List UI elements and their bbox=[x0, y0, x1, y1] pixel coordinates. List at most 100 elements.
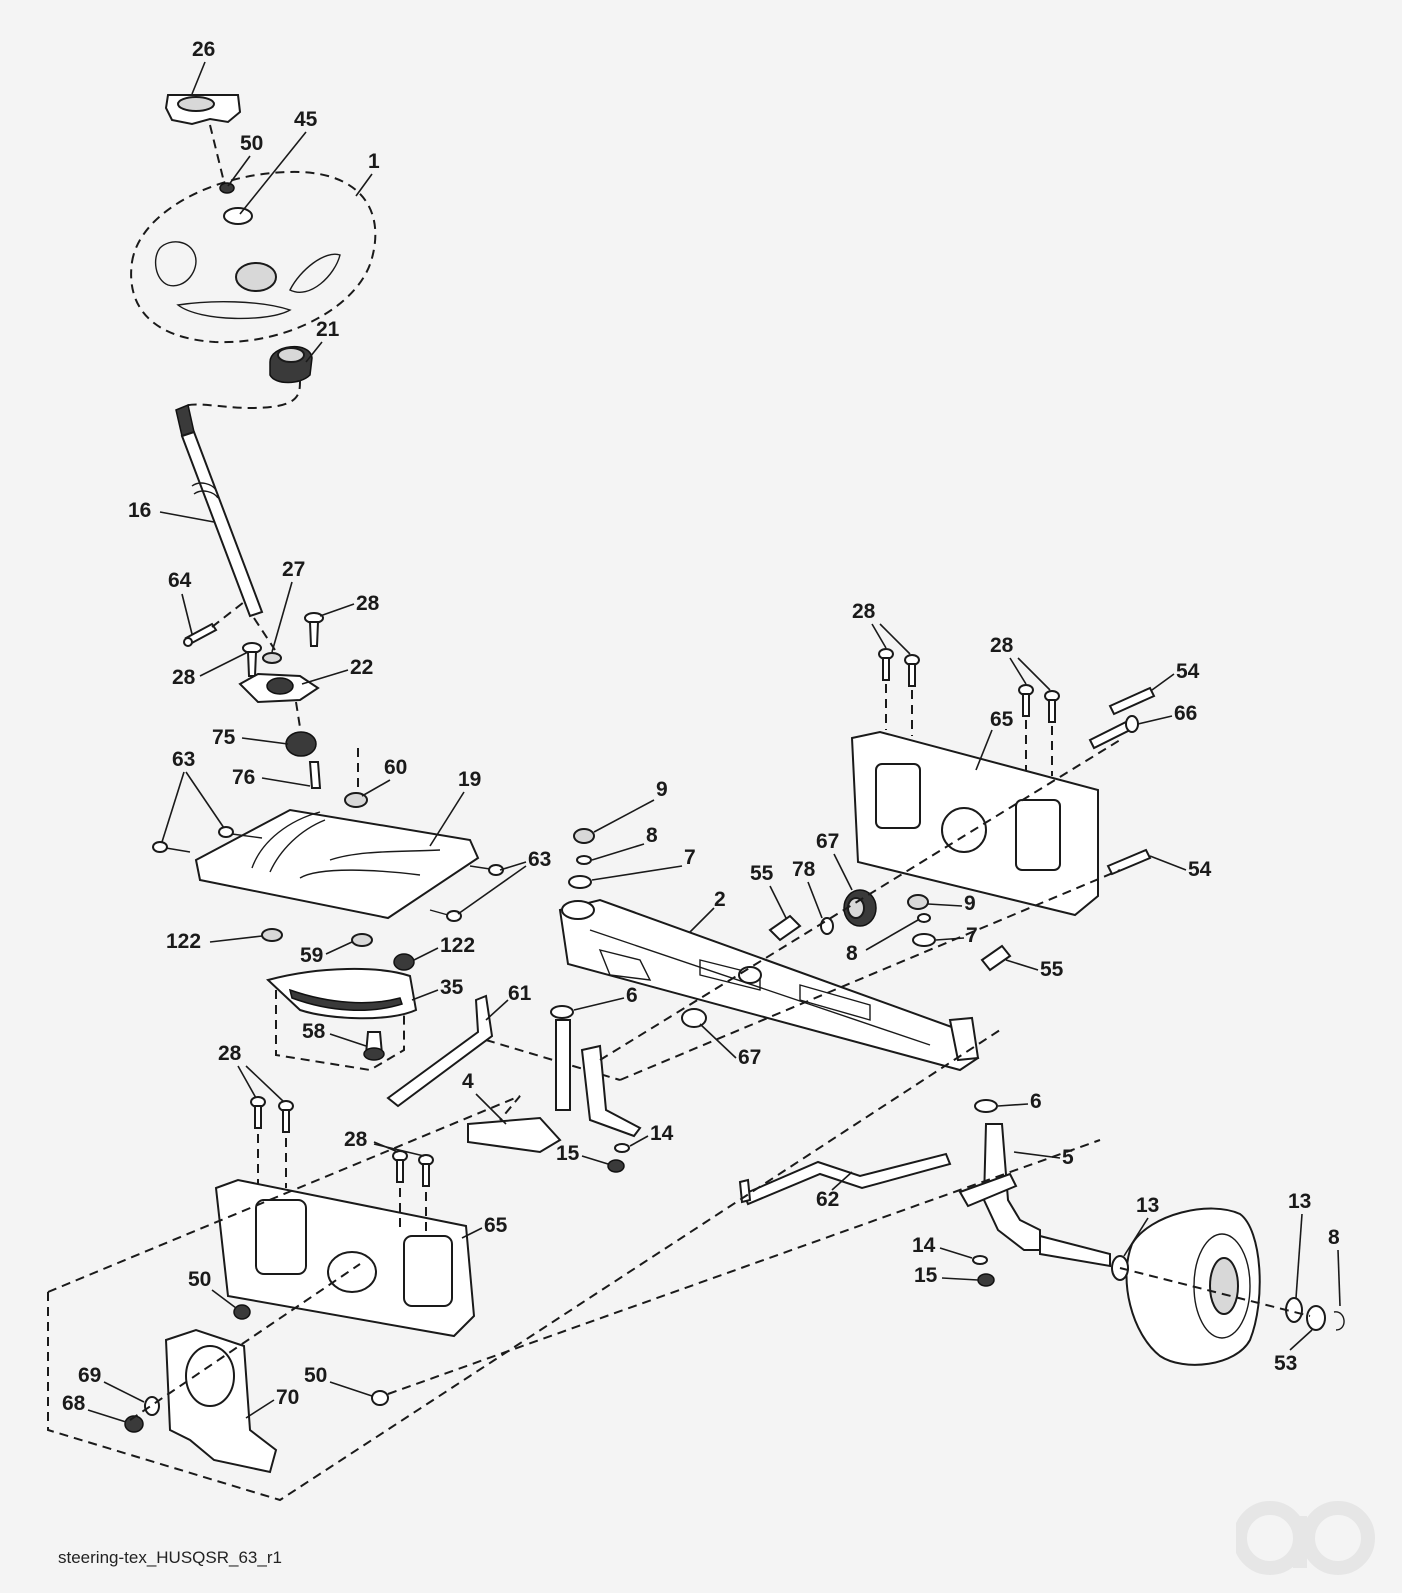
bolt-28-lb-1 bbox=[250, 1096, 266, 1129]
callout-63-left: 63 bbox=[172, 748, 195, 771]
callout-68: 68 bbox=[62, 1392, 86, 1415]
callout-6-right: 6 bbox=[1030, 1090, 1042, 1113]
support-bracket-19 bbox=[194, 808, 480, 920]
callout-8-right: 8 bbox=[846, 942, 858, 965]
bearing-plate-22 bbox=[238, 672, 320, 704]
callout-58: 58 bbox=[302, 1020, 326, 1043]
callout-50-left: 50 bbox=[188, 1268, 211, 1291]
callout-13-left: 13 bbox=[1136, 1194, 1159, 1217]
callout-4: 4 bbox=[462, 1070, 474, 1093]
watermark-logo bbox=[1236, 1501, 1375, 1575]
bolt-28-rb-2 bbox=[904, 654, 920, 687]
callout-65-right: 65 bbox=[990, 708, 1014, 731]
bushing-21 bbox=[269, 345, 313, 384]
spacer-55-left bbox=[768, 914, 802, 942]
callout-7-right: 7 bbox=[966, 924, 978, 947]
callout-60: 60 bbox=[384, 756, 407, 779]
bolt-63-c bbox=[469, 864, 504, 876]
callout-54-bottom: 54 bbox=[1188, 858, 1212, 881]
callout-45: 45 bbox=[294, 108, 318, 131]
bolt-54-bottom bbox=[1106, 848, 1152, 876]
nut-50-left bbox=[233, 1304, 251, 1320]
callout-26: 26 bbox=[192, 38, 215, 61]
callout-19: 19 bbox=[458, 768, 481, 791]
drag-link-61 bbox=[386, 994, 494, 1108]
callout-13-right: 13 bbox=[1288, 1190, 1311, 1213]
washer-6-right bbox=[974, 1099, 998, 1113]
callout-9-left: 9 bbox=[656, 778, 668, 801]
callout-54-top: 54 bbox=[1176, 660, 1200, 683]
bolt-28-lb-3 bbox=[392, 1150, 408, 1183]
bolt-54-top bbox=[1108, 686, 1156, 716]
callout-76: 76 bbox=[232, 766, 255, 789]
bushing-67-upper bbox=[843, 889, 877, 927]
pin-76 bbox=[308, 761, 322, 789]
bolt-28-b bbox=[304, 612, 324, 647]
pin-58 bbox=[363, 1031, 385, 1061]
callout-22: 22 bbox=[350, 656, 373, 679]
bolt-28-rb-4 bbox=[1044, 690, 1060, 723]
washer-27 bbox=[262, 652, 282, 664]
callout-69: 69 bbox=[78, 1364, 101, 1387]
spindle-left-4 bbox=[467, 1019, 642, 1154]
bolt-28-rb-3 bbox=[1018, 684, 1034, 717]
nut-15-right bbox=[977, 1273, 995, 1287]
callout-9-right: 9 bbox=[964, 892, 976, 915]
callout-28-lb-right: 28 bbox=[344, 1128, 368, 1151]
washer-59 bbox=[351, 933, 373, 947]
callout-67-lower: 67 bbox=[738, 1046, 761, 1069]
callout-53: 53 bbox=[1274, 1352, 1297, 1375]
bolt-28-rb-1 bbox=[878, 648, 894, 681]
callout-35: 35 bbox=[440, 976, 464, 999]
callout-122-right: 122 bbox=[440, 934, 475, 957]
callout-2: 2 bbox=[714, 888, 726, 911]
callout-50-top: 50 bbox=[240, 132, 263, 155]
washer-53 bbox=[1306, 1305, 1326, 1331]
callout-7-left: 7 bbox=[684, 846, 696, 869]
callout-50-bottom: 50 bbox=[304, 1364, 327, 1387]
shoulder-bolt-66 bbox=[1088, 715, 1139, 750]
callout-28-a: 28 bbox=[356, 592, 380, 615]
callout-61: 61 bbox=[508, 982, 532, 1005]
callout-5: 5 bbox=[1062, 1146, 1074, 1169]
spacer-55-right bbox=[980, 944, 1012, 972]
spacer-60 bbox=[344, 792, 368, 808]
drawing-code: steering-tex_HUSQSR_63_r1 bbox=[58, 1548, 282, 1567]
washer-7-right bbox=[912, 933, 936, 947]
steering-wheel-1 bbox=[130, 170, 377, 344]
clip-8 bbox=[1333, 1311, 1345, 1331]
front-bracket-65-right bbox=[850, 730, 1099, 917]
sector-gear-35 bbox=[266, 967, 418, 1020]
callout-28-b: 28 bbox=[172, 666, 196, 689]
callout-78: 78 bbox=[792, 858, 816, 881]
cap-9-right bbox=[907, 894, 929, 910]
front-bracket-65-left bbox=[214, 1178, 476, 1338]
callout-8-left: 8 bbox=[646, 824, 658, 847]
pin-64 bbox=[183, 622, 218, 647]
callout-62: 62 bbox=[816, 1188, 839, 1211]
bolt-63-b bbox=[152, 841, 191, 853]
bolt-28-lb-4 bbox=[418, 1154, 434, 1187]
nut-50-bottom bbox=[371, 1390, 389, 1406]
callout-55-left: 55 bbox=[750, 862, 774, 885]
callout-66: 66 bbox=[1174, 702, 1197, 725]
gear-75 bbox=[285, 731, 317, 757]
callout-16: 16 bbox=[128, 499, 151, 522]
callout-63-right: 63 bbox=[528, 848, 551, 871]
callout-labels: 26 45 50 1 21 16 64 27 28 28 22 75 76 60… bbox=[62, 38, 1341, 1423]
washer-6-left bbox=[550, 1005, 574, 1019]
bumper-plate-70 bbox=[164, 1328, 278, 1474]
bushing-122-right bbox=[393, 953, 415, 971]
callout-21: 21 bbox=[316, 318, 340, 341]
washer-45 bbox=[223, 207, 253, 225]
callout-75: 75 bbox=[212, 726, 236, 749]
nut-15-left bbox=[607, 1159, 625, 1173]
callout-1: 1 bbox=[368, 150, 380, 173]
tie-rod-62 bbox=[738, 1152, 952, 1206]
pin-8-right bbox=[917, 913, 931, 923]
callout-67-upper: 67 bbox=[816, 830, 839, 853]
steering-shaft-16 bbox=[175, 403, 264, 618]
nut-50-top bbox=[219, 182, 235, 194]
bushing-122-left bbox=[261, 928, 283, 942]
